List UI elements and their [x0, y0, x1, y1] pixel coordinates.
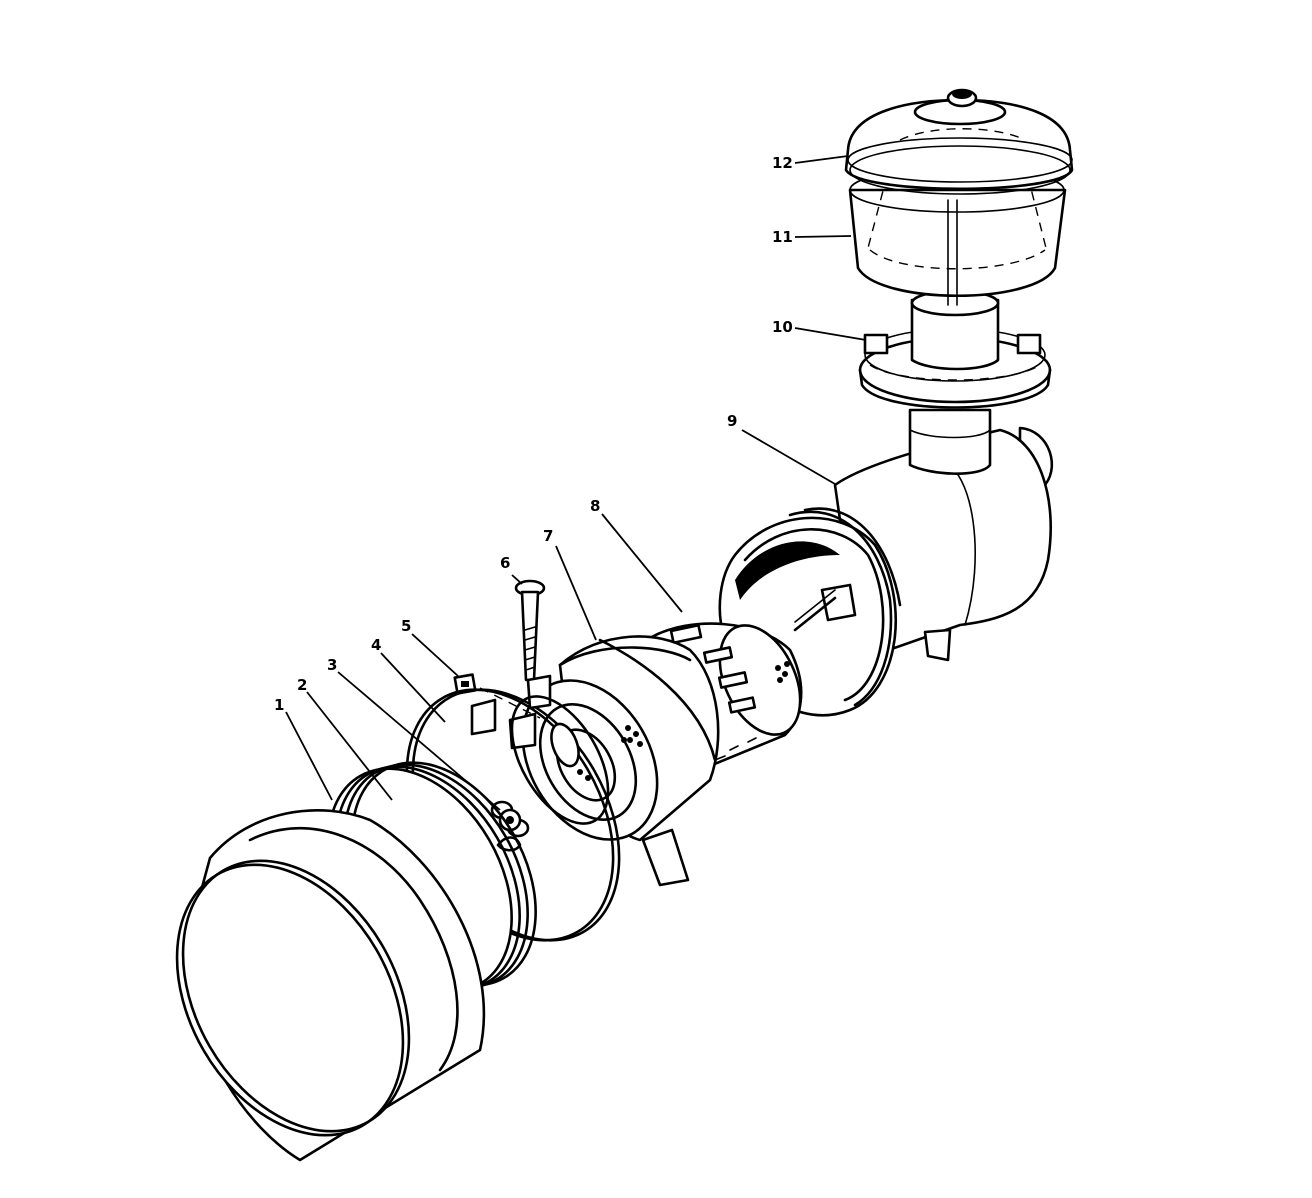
callout-5: 5 [401, 617, 411, 635]
leader-2 [306, 691, 393, 801]
callout-3: 3 [327, 656, 337, 674]
part-1-cover [175, 809, 486, 1162]
leader-4 [380, 652, 446, 723]
leader-3 [337, 671, 501, 811]
leader-lines [285, 155, 867, 811]
callout-7: 7 [543, 527, 553, 545]
callout-11: 11 [772, 228, 793, 246]
part-10-precleaner-base [858, 289, 1052, 475]
alignment-line [479, 687, 541, 719]
leader-10 [794, 327, 867, 341]
callout-1: 1 [274, 696, 284, 714]
leader-12 [794, 155, 849, 164]
callout-2: 2 [297, 676, 307, 694]
leader-7 [555, 545, 597, 641]
part-7-filter-element [521, 635, 757, 887]
leader-8 [601, 513, 683, 613]
part-11-bowl [848, 144, 1067, 306]
leader-5 [411, 633, 459, 677]
part-6-bolt [514, 579, 546, 682]
leader-6 [511, 574, 523, 585]
leader-11 [794, 235, 852, 238]
callout-12: 12 [772, 154, 793, 172]
callout-9: 9 [727, 412, 737, 430]
callout-10: 10 [772, 318, 793, 336]
leader-1 [285, 711, 333, 801]
callout-4: 4 [371, 636, 381, 654]
callout-8: 8 [590, 497, 600, 515]
callouts: 1 2 3 4 5 6 7 8 9 10 11 12 [274, 154, 793, 714]
leader-9 [741, 429, 836, 485]
part-12-cap [844, 88, 1074, 195]
callout-6: 6 [500, 554, 510, 572]
